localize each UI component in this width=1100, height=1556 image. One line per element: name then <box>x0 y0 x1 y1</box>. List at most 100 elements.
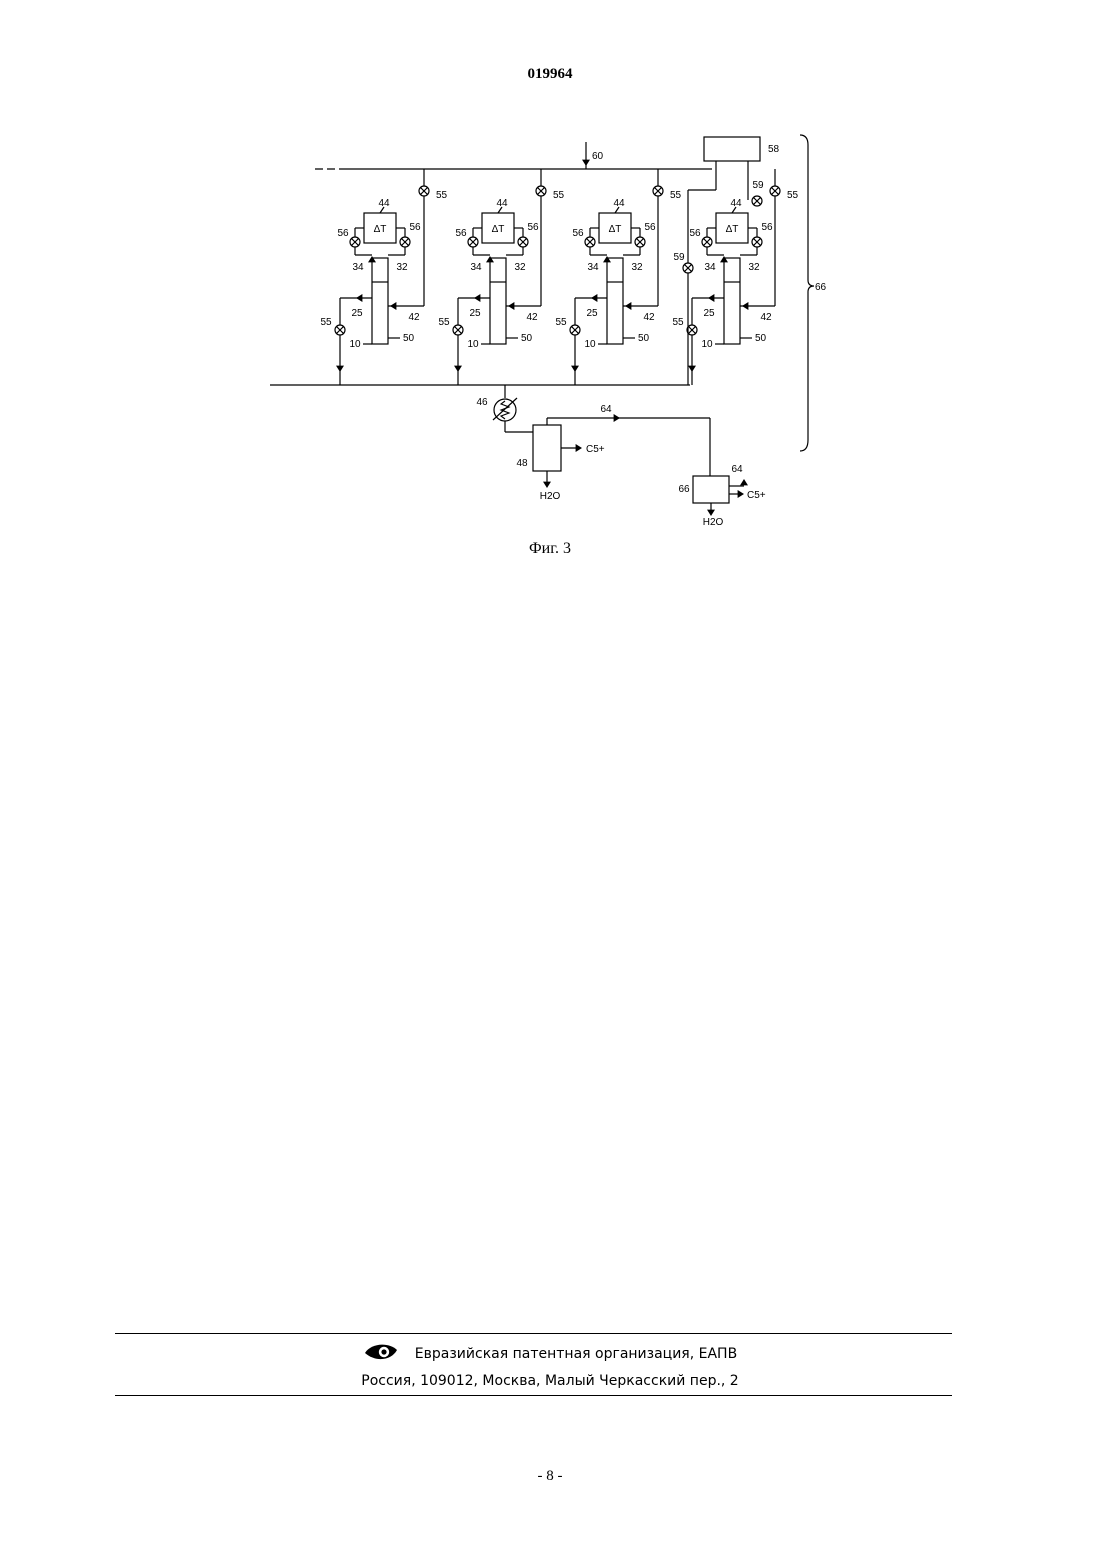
arrow-icon <box>368 256 376 262</box>
arrow-icon <box>336 366 344 372</box>
label-60: 60 <box>592 151 604 162</box>
label-58: 58 <box>768 144 780 155</box>
label-42: 42 <box>526 312 538 323</box>
label-59: 59 <box>752 180 764 191</box>
label-56: 56 <box>572 228 584 239</box>
footer-organization: Евразийская патентная организация, ЕАПВ <box>0 1342 1100 1366</box>
arrow-icon <box>740 479 748 485</box>
label-25: 25 <box>586 308 598 319</box>
process-diagram-svg: 605866ΔT4456563432254255551050ΔT44565634… <box>265 130 835 530</box>
page-number: - 8 - <box>0 1468 1100 1485</box>
arrow-icon <box>720 256 728 262</box>
label-55: 55 <box>436 190 448 201</box>
arrow-icon <box>614 414 620 422</box>
label-55: 55 <box>438 317 450 328</box>
label-delta-t: ΔT <box>726 224 739 235</box>
label-42: 42 <box>408 312 420 323</box>
footer-rule-bottom <box>115 1395 952 1396</box>
label-56: 56 <box>455 228 467 239</box>
arrow-icon <box>625 302 631 310</box>
footer-address: Россия, 109012, Москва, Малый Черкасский… <box>0 1373 1100 1389</box>
label-46: 46 <box>476 397 488 408</box>
label-25: 25 <box>703 308 715 319</box>
label-56: 56 <box>761 222 773 233</box>
reactor-column <box>607 258 623 344</box>
arrow-icon <box>708 294 714 302</box>
label-h2o-2: H2O <box>703 517 724 528</box>
label-34: 34 <box>470 262 482 273</box>
arrow-icon <box>543 482 551 488</box>
label-50: 50 <box>755 333 767 344</box>
footer-rule-top <box>115 1333 952 1334</box>
label-59: 59 <box>673 252 685 263</box>
label-10: 10 <box>467 339 479 350</box>
reactor-column <box>490 258 506 344</box>
document-number: 019964 <box>0 66 1100 83</box>
bracket-66 <box>800 135 814 451</box>
label-10: 10 <box>349 339 361 350</box>
label-25: 25 <box>469 308 481 319</box>
label-32: 32 <box>396 262 408 273</box>
arrow-icon <box>582 160 590 166</box>
label-delta-t: ΔT <box>609 224 622 235</box>
label-32: 32 <box>748 262 760 273</box>
arrow-icon <box>688 366 696 372</box>
arrow-icon <box>571 366 579 372</box>
label-50: 50 <box>638 333 650 344</box>
arrow-icon <box>603 256 611 262</box>
label-56: 56 <box>644 222 656 233</box>
label-56: 56 <box>527 222 539 233</box>
figure-caption: Фиг. 3 <box>0 540 1100 558</box>
label-42: 42 <box>760 312 772 323</box>
eapo-logo-icon <box>363 1342 399 1366</box>
label-56: 56 <box>409 222 421 233</box>
label-c5-2: C5+ <box>747 490 766 501</box>
label-42: 42 <box>643 312 655 323</box>
label-56: 56 <box>689 228 701 239</box>
organization-name: Евразийская патентная организация, ЕАПВ <box>415 1346 737 1362</box>
arrow-icon <box>454 366 462 372</box>
arrow-icon <box>508 302 514 310</box>
arrow-icon <box>356 294 362 302</box>
label-64: 64 <box>600 404 612 415</box>
label-66: 66 <box>678 484 690 495</box>
label-55: 55 <box>553 190 565 201</box>
arrow-icon <box>474 294 480 302</box>
label-50: 50 <box>521 333 533 344</box>
arrow-icon <box>486 256 494 262</box>
label-25: 25 <box>351 308 363 319</box>
label-55: 55 <box>320 317 332 328</box>
label-c5-1: C5+ <box>586 444 605 455</box>
arrow-icon <box>390 302 396 310</box>
reactor-column <box>724 258 740 344</box>
arrow-icon <box>738 490 744 498</box>
label-10: 10 <box>584 339 596 350</box>
label-55: 55 <box>670 190 682 201</box>
reactor-column <box>372 258 388 344</box>
label-delta-t: ΔT <box>492 224 505 235</box>
controller-58 <box>704 137 760 161</box>
label-64-out: 64 <box>731 464 743 475</box>
label-66-bracket: 66 <box>815 282 827 293</box>
separator-66 <box>693 476 729 503</box>
separator-48 <box>533 425 561 471</box>
label-55: 55 <box>787 190 799 201</box>
label-34: 34 <box>352 262 364 273</box>
label-34: 34 <box>587 262 599 273</box>
label-32: 32 <box>514 262 526 273</box>
process-diagram: 605866ΔT4456563432254255551050ΔT44565634… <box>265 130 835 530</box>
label-delta-t: ΔT <box>374 224 387 235</box>
label-h2o-1: H2O <box>540 491 561 502</box>
label-56: 56 <box>337 228 349 239</box>
arrow-icon <box>707 510 715 516</box>
label-55: 55 <box>555 317 567 328</box>
label-50: 50 <box>403 333 415 344</box>
label-55: 55 <box>672 317 684 328</box>
arrow-icon <box>742 302 748 310</box>
arrow-icon <box>591 294 597 302</box>
label-10: 10 <box>701 339 713 350</box>
label-48: 48 <box>516 458 528 469</box>
label-34: 34 <box>704 262 716 273</box>
arrow-icon <box>576 444 582 452</box>
label-32: 32 <box>631 262 643 273</box>
